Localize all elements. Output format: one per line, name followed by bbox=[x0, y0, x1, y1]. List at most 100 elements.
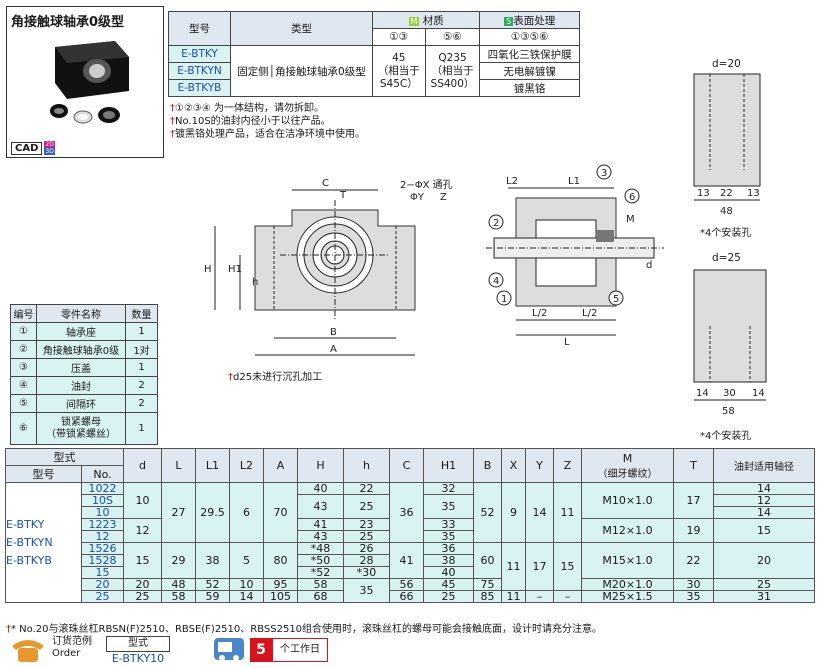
th-a: A bbox=[263, 448, 298, 483]
d25-v: 14 bbox=[696, 388, 709, 399]
spec-surf: 四氧化三铁保护膜 bbox=[479, 45, 580, 63]
d20-v: 13 bbox=[697, 188, 710, 199]
th-h: H bbox=[297, 448, 344, 483]
cad-badge[interactable]: CAD 2D 3D bbox=[11, 141, 55, 155]
spec-surf: 无电解镀镍 bbox=[479, 62, 580, 80]
spec-h-material: M 材质 bbox=[371, 11, 481, 29]
d20-note: *4个安装孔 bbox=[700, 228, 752, 239]
spec-h-type: 类型 bbox=[230, 11, 373, 46]
dim-h1: H1 bbox=[228, 264, 242, 275]
note: †No.10S的油封内径小于以往产品。 bbox=[170, 116, 331, 127]
table-row: 12 43 25 35 bbox=[6, 530, 815, 543]
th-form: 型式 bbox=[5, 448, 124, 466]
dim-l: L bbox=[564, 337, 570, 348]
d25-w: 58 bbox=[722, 406, 735, 417]
d25-counterbore-note: †d25未进行沉孔加工 bbox=[228, 372, 323, 383]
d25-view: 14 30 14 58 bbox=[693, 269, 767, 417]
spec-model: E-BTKYB bbox=[168, 79, 231, 97]
d20-title: d=20 bbox=[712, 58, 741, 70]
side-view-drawing: L2 L1 L/2 L/2 L d M 2 4 1 3 6 5 bbox=[486, 164, 664, 348]
table-row: 10S 43 25 35 12 bbox=[6, 494, 815, 519]
spec-model: E-BTKY bbox=[168, 45, 231, 63]
spec-model: E-BTKYN bbox=[168, 62, 231, 80]
callout: 2 bbox=[493, 218, 499, 229]
th-y: Y bbox=[525, 448, 554, 483]
th-l1: L1 bbox=[195, 448, 230, 483]
lead-time-days: 5 bbox=[250, 638, 272, 662]
order-form-value: E-BTKY10 bbox=[111, 652, 165, 665]
callout: 3 bbox=[601, 168, 607, 179]
table-row: 1526 15 29 38 5 80 *48 26 41 36 60 11 17… bbox=[6, 542, 815, 591]
callout-numbers: 2 4 1 3 6 5 bbox=[488, 164, 640, 306]
d25-v: 14 bbox=[752, 388, 765, 399]
front-view-drawing: C T 2−ΦX 通孔 ΦY Z H H1 h B A bbox=[204, 178, 453, 356]
th-x: X bbox=[501, 448, 526, 483]
dim-d: d bbox=[646, 260, 652, 271]
truck-icon bbox=[214, 638, 244, 661]
d20-w: 48 bbox=[720, 206, 733, 217]
order-form-header: 型式 bbox=[106, 636, 170, 652]
hole-label2: ΦY bbox=[410, 192, 425, 203]
d25-note: *4个安装孔 bbox=[700, 431, 752, 442]
parts-h: 数量 bbox=[125, 304, 158, 323]
th-d: d bbox=[123, 448, 162, 483]
th-hh: h bbox=[343, 448, 390, 483]
d20-v: 22 bbox=[720, 188, 733, 199]
th-h1: H1 bbox=[423, 448, 474, 483]
dim-t: T bbox=[339, 190, 347, 201]
spec-h-model: 型号 bbox=[168, 11, 231, 46]
surf-ref: ①③⑤⑥ bbox=[479, 28, 580, 46]
table-row: 25 25 58 59 14 105 68 66 25 85 11 – – M2… bbox=[6, 590, 815, 603]
dim-l-half2: L/2 bbox=[582, 308, 597, 319]
hole-label3: Z bbox=[440, 192, 447, 203]
th-no: No. bbox=[81, 465, 124, 483]
dim-h: H bbox=[204, 264, 212, 275]
mat2-ref: ⑤⑥ bbox=[424, 28, 481, 46]
d25-v: 30 bbox=[723, 388, 736, 399]
parts-h: 零件名称 bbox=[36, 304, 126, 323]
th-c: C bbox=[389, 448, 424, 483]
d25-title: d=25 bbox=[712, 252, 741, 264]
th-l: L bbox=[161, 448, 196, 483]
callout: 5 bbox=[613, 294, 619, 305]
dim-m: M bbox=[626, 214, 635, 225]
dim-l2: L2 bbox=[506, 176, 518, 187]
callout: 1 bbox=[501, 294, 507, 305]
th-model: 型号 bbox=[5, 465, 82, 483]
dim-b: B bbox=[330, 327, 337, 338]
notes: †①②③④ 为一体结构，请勿拆卸。 †No.10S的油封内径小于以往产品。 †镀… bbox=[170, 102, 365, 141]
dim-c: C bbox=[322, 178, 329, 189]
dim-l1: L1 bbox=[568, 176, 580, 187]
product-box: 角接触球轴承0级型 CAD 2D 3D bbox=[6, 6, 164, 158]
dim-hh: h bbox=[252, 277, 258, 288]
th-t: T bbox=[673, 448, 714, 483]
callout: 6 bbox=[629, 192, 635, 203]
dimension-table: 型式 d L L1 L2 A H h C H1 B X Y Z M（细牙螺纹） … bbox=[5, 448, 815, 603]
dim-a: A bbox=[330, 344, 337, 355]
product-title: 角接触球轴承0级型 bbox=[11, 15, 125, 30]
dim-l-half1: L/2 bbox=[532, 308, 547, 319]
note: †镀黑铬处理产品，适合在洁净环境中使用。 bbox=[170, 129, 365, 140]
phone-icon bbox=[12, 640, 44, 662]
th-oil: 油封适用轴径 bbox=[713, 448, 815, 483]
spec-type: 固定侧│角接触球轴承0级型 bbox=[230, 45, 373, 97]
note: †①②③④ 为一体结构，请勿拆卸。 bbox=[170, 103, 325, 114]
th-l2: L2 bbox=[229, 448, 264, 483]
th-m: M（细牙螺纹） bbox=[581, 448, 674, 483]
table-row: 20 20 48 52 10 95 58 35 56 45 75 M20×1.0… bbox=[6, 578, 815, 603]
d20-view: 13 22 13 48 bbox=[693, 73, 761, 217]
th-b: B bbox=[473, 448, 502, 483]
mat1-ref: ①③ bbox=[372, 28, 426, 46]
